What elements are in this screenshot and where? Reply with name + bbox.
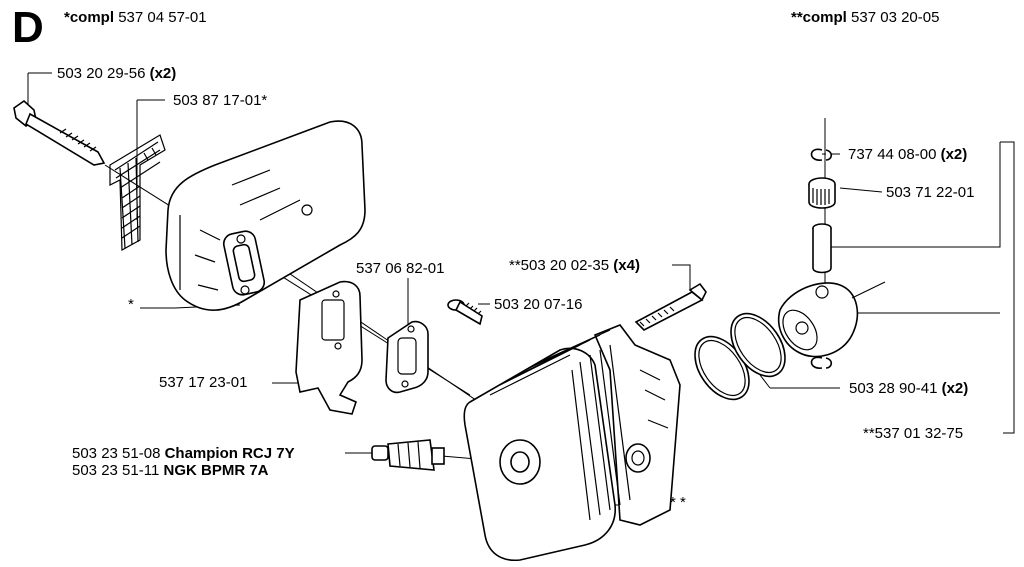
- label-bolt: 503 20 29-56 (x2): [57, 65, 176, 82]
- spark-plug-part: [371, 439, 445, 471]
- plug1-number: 503 23 51-08: [72, 445, 161, 462]
- cylinder-bolts-qty: (x4): [613, 257, 640, 274]
- plug1-brand: Champion RCJ 7Y: [164, 445, 295, 462]
- muffler-part: [165, 120, 366, 311]
- rings-qty: (x2): [941, 380, 969, 397]
- label-gasket: 537 06 82-01: [356, 260, 445, 277]
- cylinder-bolts-number: **503 20 02-35: [509, 257, 610, 274]
- circlip-number: 737 44 08-00: [848, 146, 937, 163]
- gasket-part: [385, 320, 429, 394]
- cylinder-part: [463, 324, 681, 561]
- label-plate: 537 17 23-01: [159, 374, 248, 391]
- label-circlip: 737 44 08-00 (x2): [848, 146, 967, 163]
- label-piston-kit: **537 01 32-75: [863, 425, 964, 442]
- label-rings: 503 28 90-41 (x2): [849, 380, 968, 397]
- label-plug-2: 503 23 51-11 NGK BPMR 7A: [72, 462, 269, 479]
- bolt-part: [13, 99, 106, 166]
- screen-part: [109, 134, 166, 252]
- label-bearing: 503 71 22-01: [886, 184, 975, 201]
- kit-right-number: 537 03 20-05: [851, 9, 940, 26]
- needle-bearing-part: [808, 177, 836, 209]
- circlips-part: [810, 148, 833, 369]
- label-plug-1: 503 23 51-08 Champion RCJ 7Y: [72, 445, 295, 462]
- piston-rings-part: [694, 312, 786, 401]
- label-screw: 503 20 07-16: [494, 296, 583, 313]
- kit-left-number: 537 04 57-01: [118, 9, 207, 26]
- label-cylinder-star: * *: [670, 494, 686, 511]
- cylinder-bolt-part: [634, 282, 707, 331]
- kit-right-prefix: **compl: [791, 9, 847, 26]
- plate-part: [295, 280, 363, 415]
- kit-left-prefix: *compl: [64, 9, 115, 26]
- bolt-qty: (x2): [149, 65, 177, 82]
- kit-right-label: **compl 537 03 20-05: [791, 9, 939, 26]
- screw-part: [447, 299, 483, 326]
- plug2-brand: NGK BPMR 7A: [163, 462, 269, 479]
- piston-part: [778, 281, 886, 358]
- circlip-qty: (x2): [940, 146, 968, 163]
- kit-left-label: *compl 537 04 57-01: [64, 9, 207, 26]
- label-cylinder-bolts: **503 20 02-35 (x4): [509, 257, 640, 274]
- label-muffler-star: *: [128, 296, 134, 313]
- bolt-number: 503 20 29-56: [57, 65, 146, 82]
- section-letter: D: [12, 3, 44, 52]
- label-screen: 503 87 17-01*: [173, 92, 268, 109]
- plug2-number: 503 23 51-11: [72, 462, 160, 479]
- rings-number: 503 28 90-41: [849, 380, 938, 397]
- piston-pin-part: [812, 223, 832, 274]
